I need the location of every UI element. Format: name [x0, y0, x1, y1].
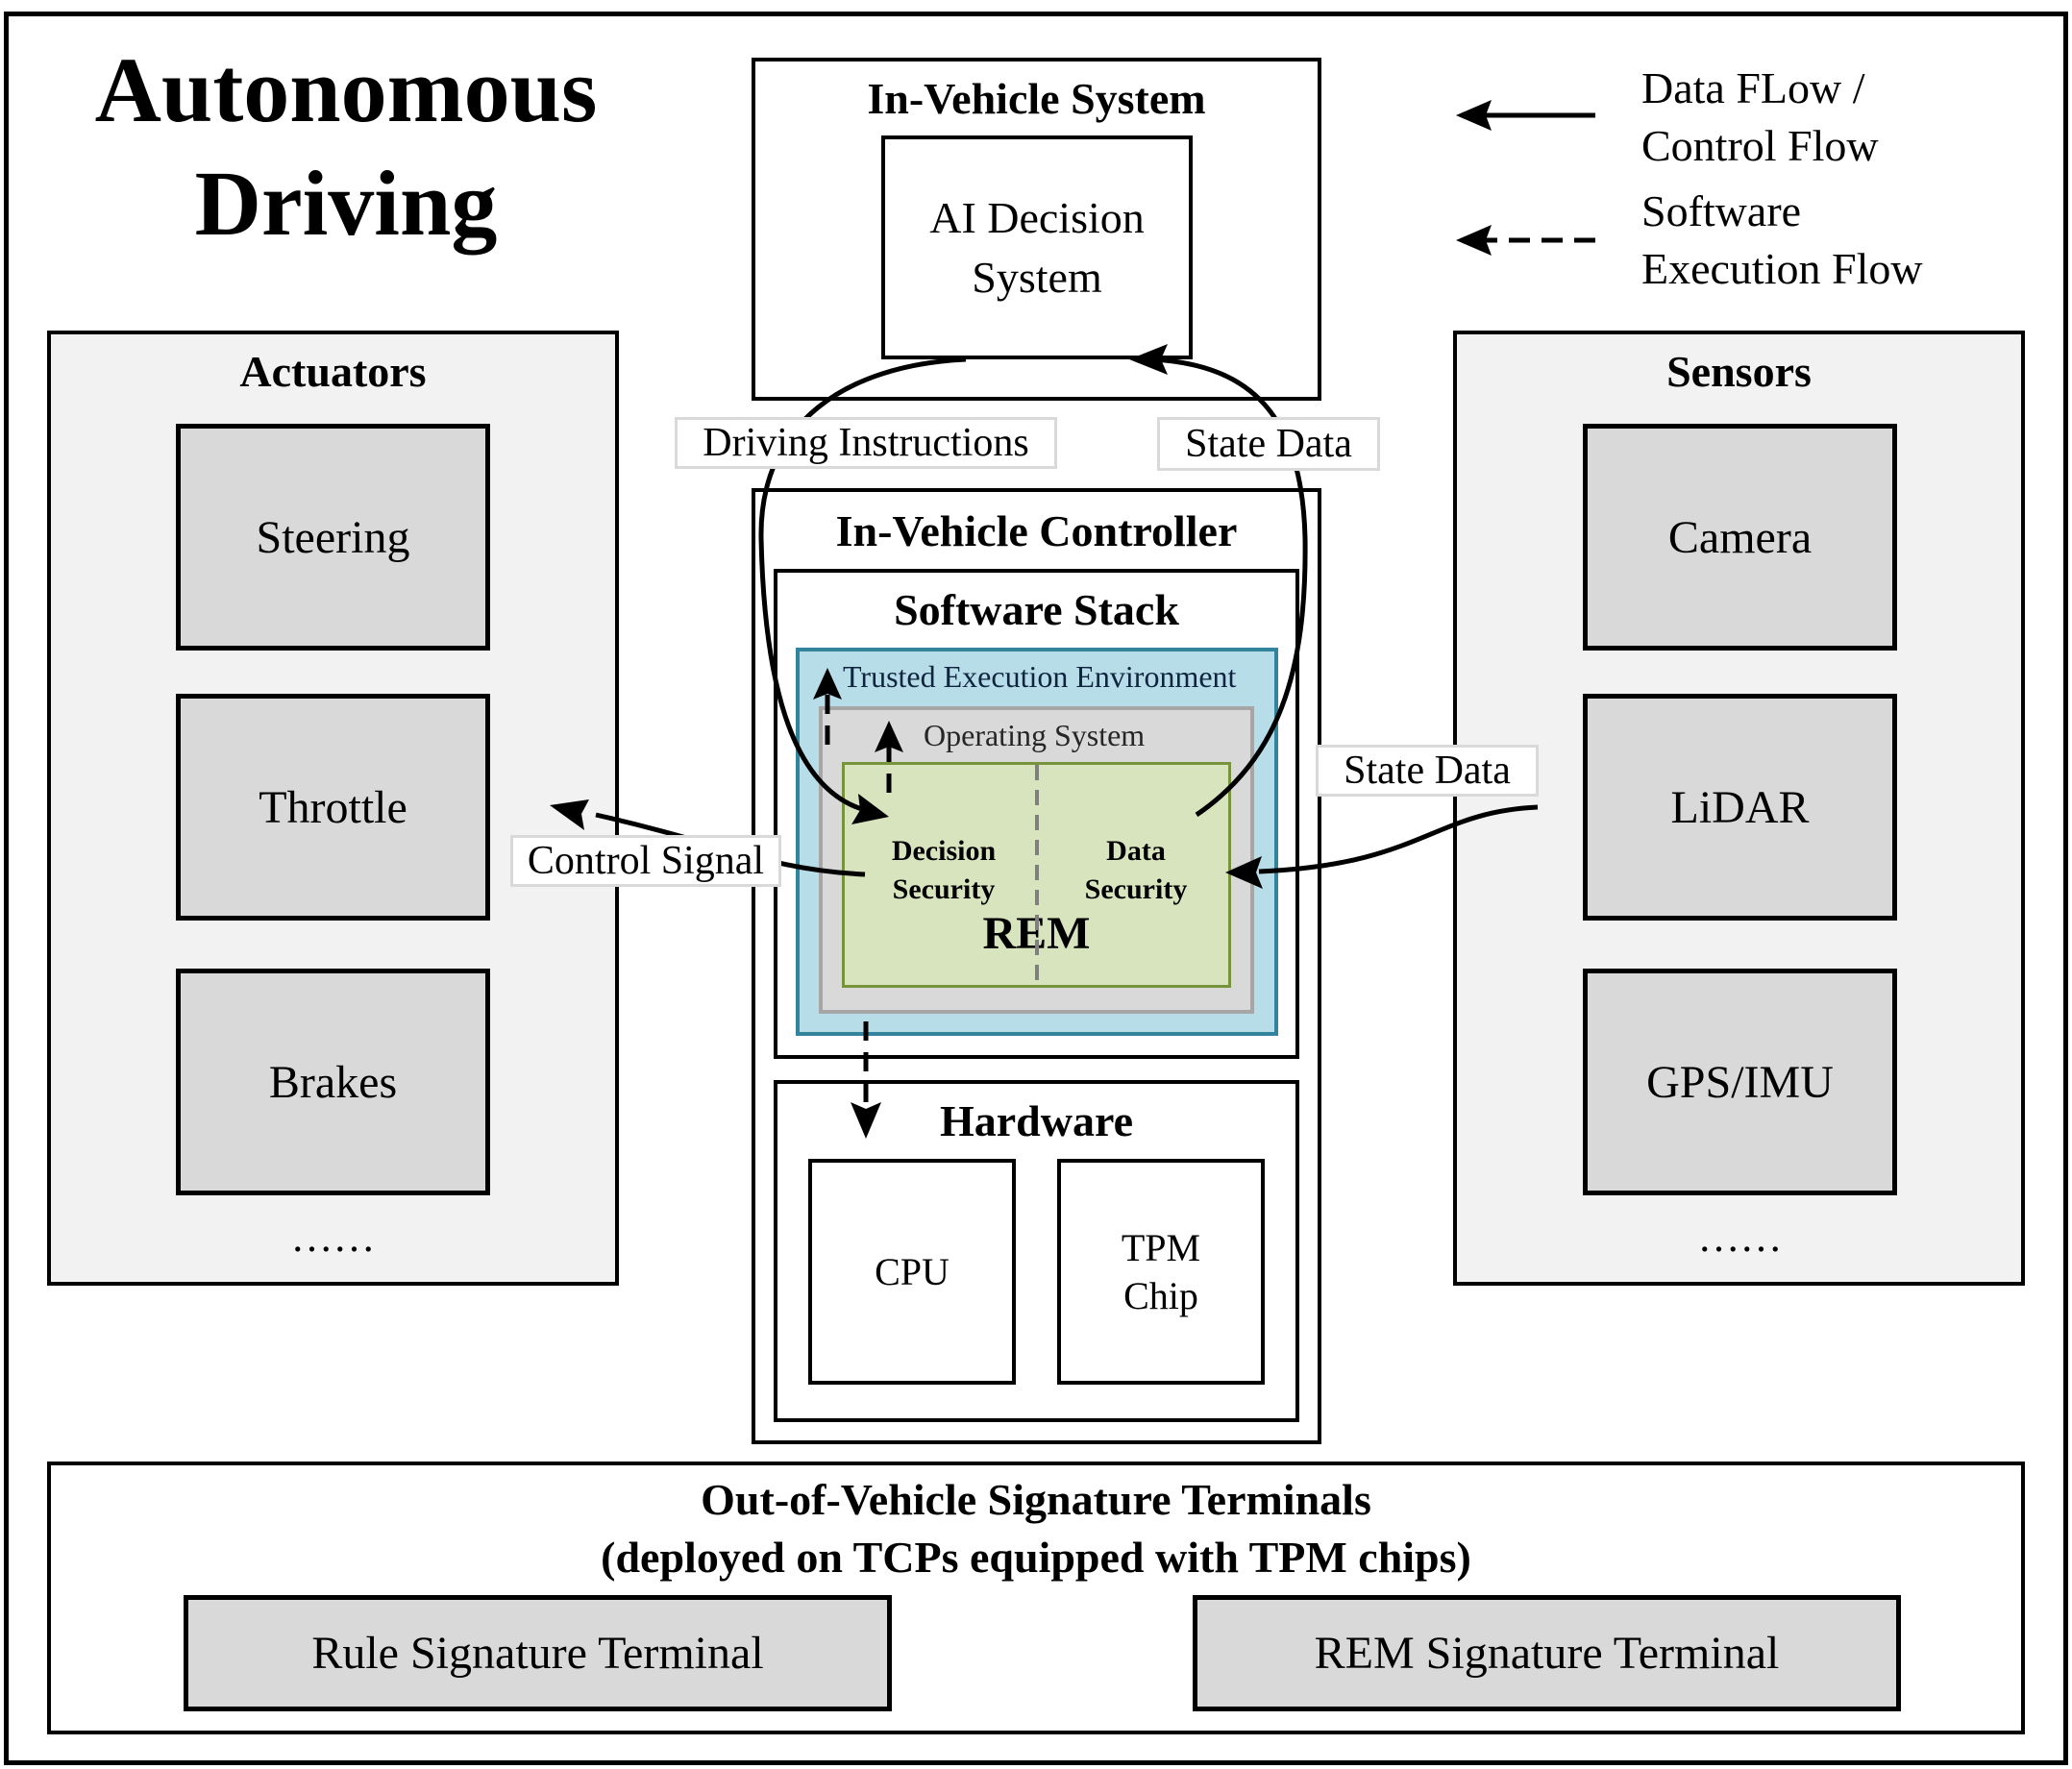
os-title: Operating System: [924, 718, 1146, 752]
in-vehicle-system-panel: In-Vehicle System: [752, 58, 1321, 401]
in-vehicle-system-title: In-Vehicle System: [867, 74, 1206, 123]
outer-frame: [4, 12, 2068, 1765]
terminals-title-line-1: Out-of-Vehicle Signature Terminals: [701, 1475, 1371, 1524]
tee-title: Trusted Execution Environment: [843, 659, 1237, 694]
sensors-more: ……: [1697, 1214, 1783, 1261]
actuators-title: Actuators: [239, 347, 427, 396]
page-title: Autonomous Driving: [67, 34, 625, 260]
ai-decision-system-box: AI Decision System: [881, 135, 1193, 359]
data-security-label: Data Security: [1084, 835, 1188, 905]
state-data-right-label: State Data: [1316, 745, 1539, 797]
actuator-brakes: Brakes: [176, 969, 490, 1195]
sensors-title: Sensors: [1666, 347, 1812, 396]
sensor-camera: Camera: [1583, 424, 1897, 651]
rule-signature-terminal: Rule Signature Terminal: [184, 1595, 892, 1711]
rem-panel: Decision Security Data Security REM: [842, 762, 1231, 988]
hardware-panel: Hardware: [774, 1080, 1299, 1422]
legend-dashed-label: Software Execution Flow: [1641, 186, 1923, 293]
sensor-gps-imu: GPS/IMU: [1583, 969, 1897, 1195]
legend-solid-label: Data FLow / Control Flow: [1641, 63, 1879, 170]
actuator-steering: Steering: [176, 424, 490, 651]
in-vehicle-controller-title: In-Vehicle Controller: [835, 506, 1238, 555]
state-data-top-label: State Data: [1157, 417, 1380, 471]
software-stack-title: Software Stack: [894, 585, 1179, 634]
tpm-chip-box: TPM Chip: [1057, 1159, 1265, 1385]
control-signal-label: Control Signal: [510, 835, 781, 887]
title-line-2: Driving: [194, 152, 498, 255]
decision-security-label: Decision Security: [891, 835, 997, 905]
actuator-throttle: Throttle: [176, 694, 490, 921]
signature-terminals-panel: Out-of-Vehicle Signature Terminals (depl…: [47, 1462, 2025, 1734]
sensor-lidar: LiDAR: [1583, 694, 1897, 921]
driving-instructions-label: Driving Instructions: [675, 417, 1057, 469]
cpu-box: CPU: [808, 1159, 1016, 1385]
actuators-more: ……: [290, 1214, 376, 1261]
terminals-title-line-2: (deployed on TCPs equipped with TPM chip…: [601, 1533, 1471, 1582]
rem-signature-terminal: REM Signature Terminal: [1193, 1595, 1901, 1711]
rem-label: REM: [982, 908, 1091, 959]
title-line-1: Autonomous: [94, 38, 598, 141]
hardware-title: Hardware: [939, 1096, 1133, 1145]
